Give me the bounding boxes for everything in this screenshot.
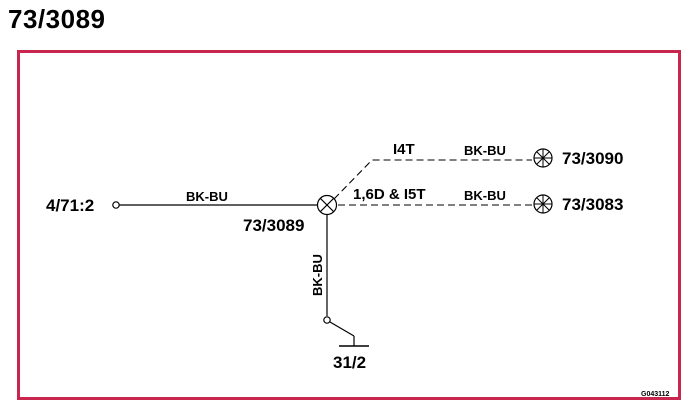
source-label: 4/71:2 [46, 196, 94, 215]
ground-terminal [323, 316, 331, 324]
ground-label: 31/2 [333, 353, 366, 372]
bottom-output-label: 73/3083 [562, 195, 623, 214]
figure-code: G043112 [641, 391, 670, 398]
top-output-label: 73/3090 [562, 149, 623, 168]
center-connector-icon [316, 194, 338, 216]
page-title: 73/3089 [8, 4, 106, 34]
diagram-frame [17, 50, 681, 400]
main-wire-color: BK-BU [186, 189, 228, 204]
top-wire-color: BK-BU [464, 143, 506, 158]
bottom-wire-color: BK-BU [464, 188, 506, 203]
source-terminal [112, 201, 120, 209]
ground-icon [329, 321, 369, 347]
vertical-wire-color: BK-BU [310, 254, 325, 296]
top-output-connector-icon [533, 148, 553, 168]
top-condition-label: I4T [393, 141, 415, 158]
bottom-condition-label: 1,6D & I5T [353, 186, 426, 203]
center-label: 73/3089 [243, 216, 304, 235]
bottom-output-connector-icon [533, 194, 553, 214]
